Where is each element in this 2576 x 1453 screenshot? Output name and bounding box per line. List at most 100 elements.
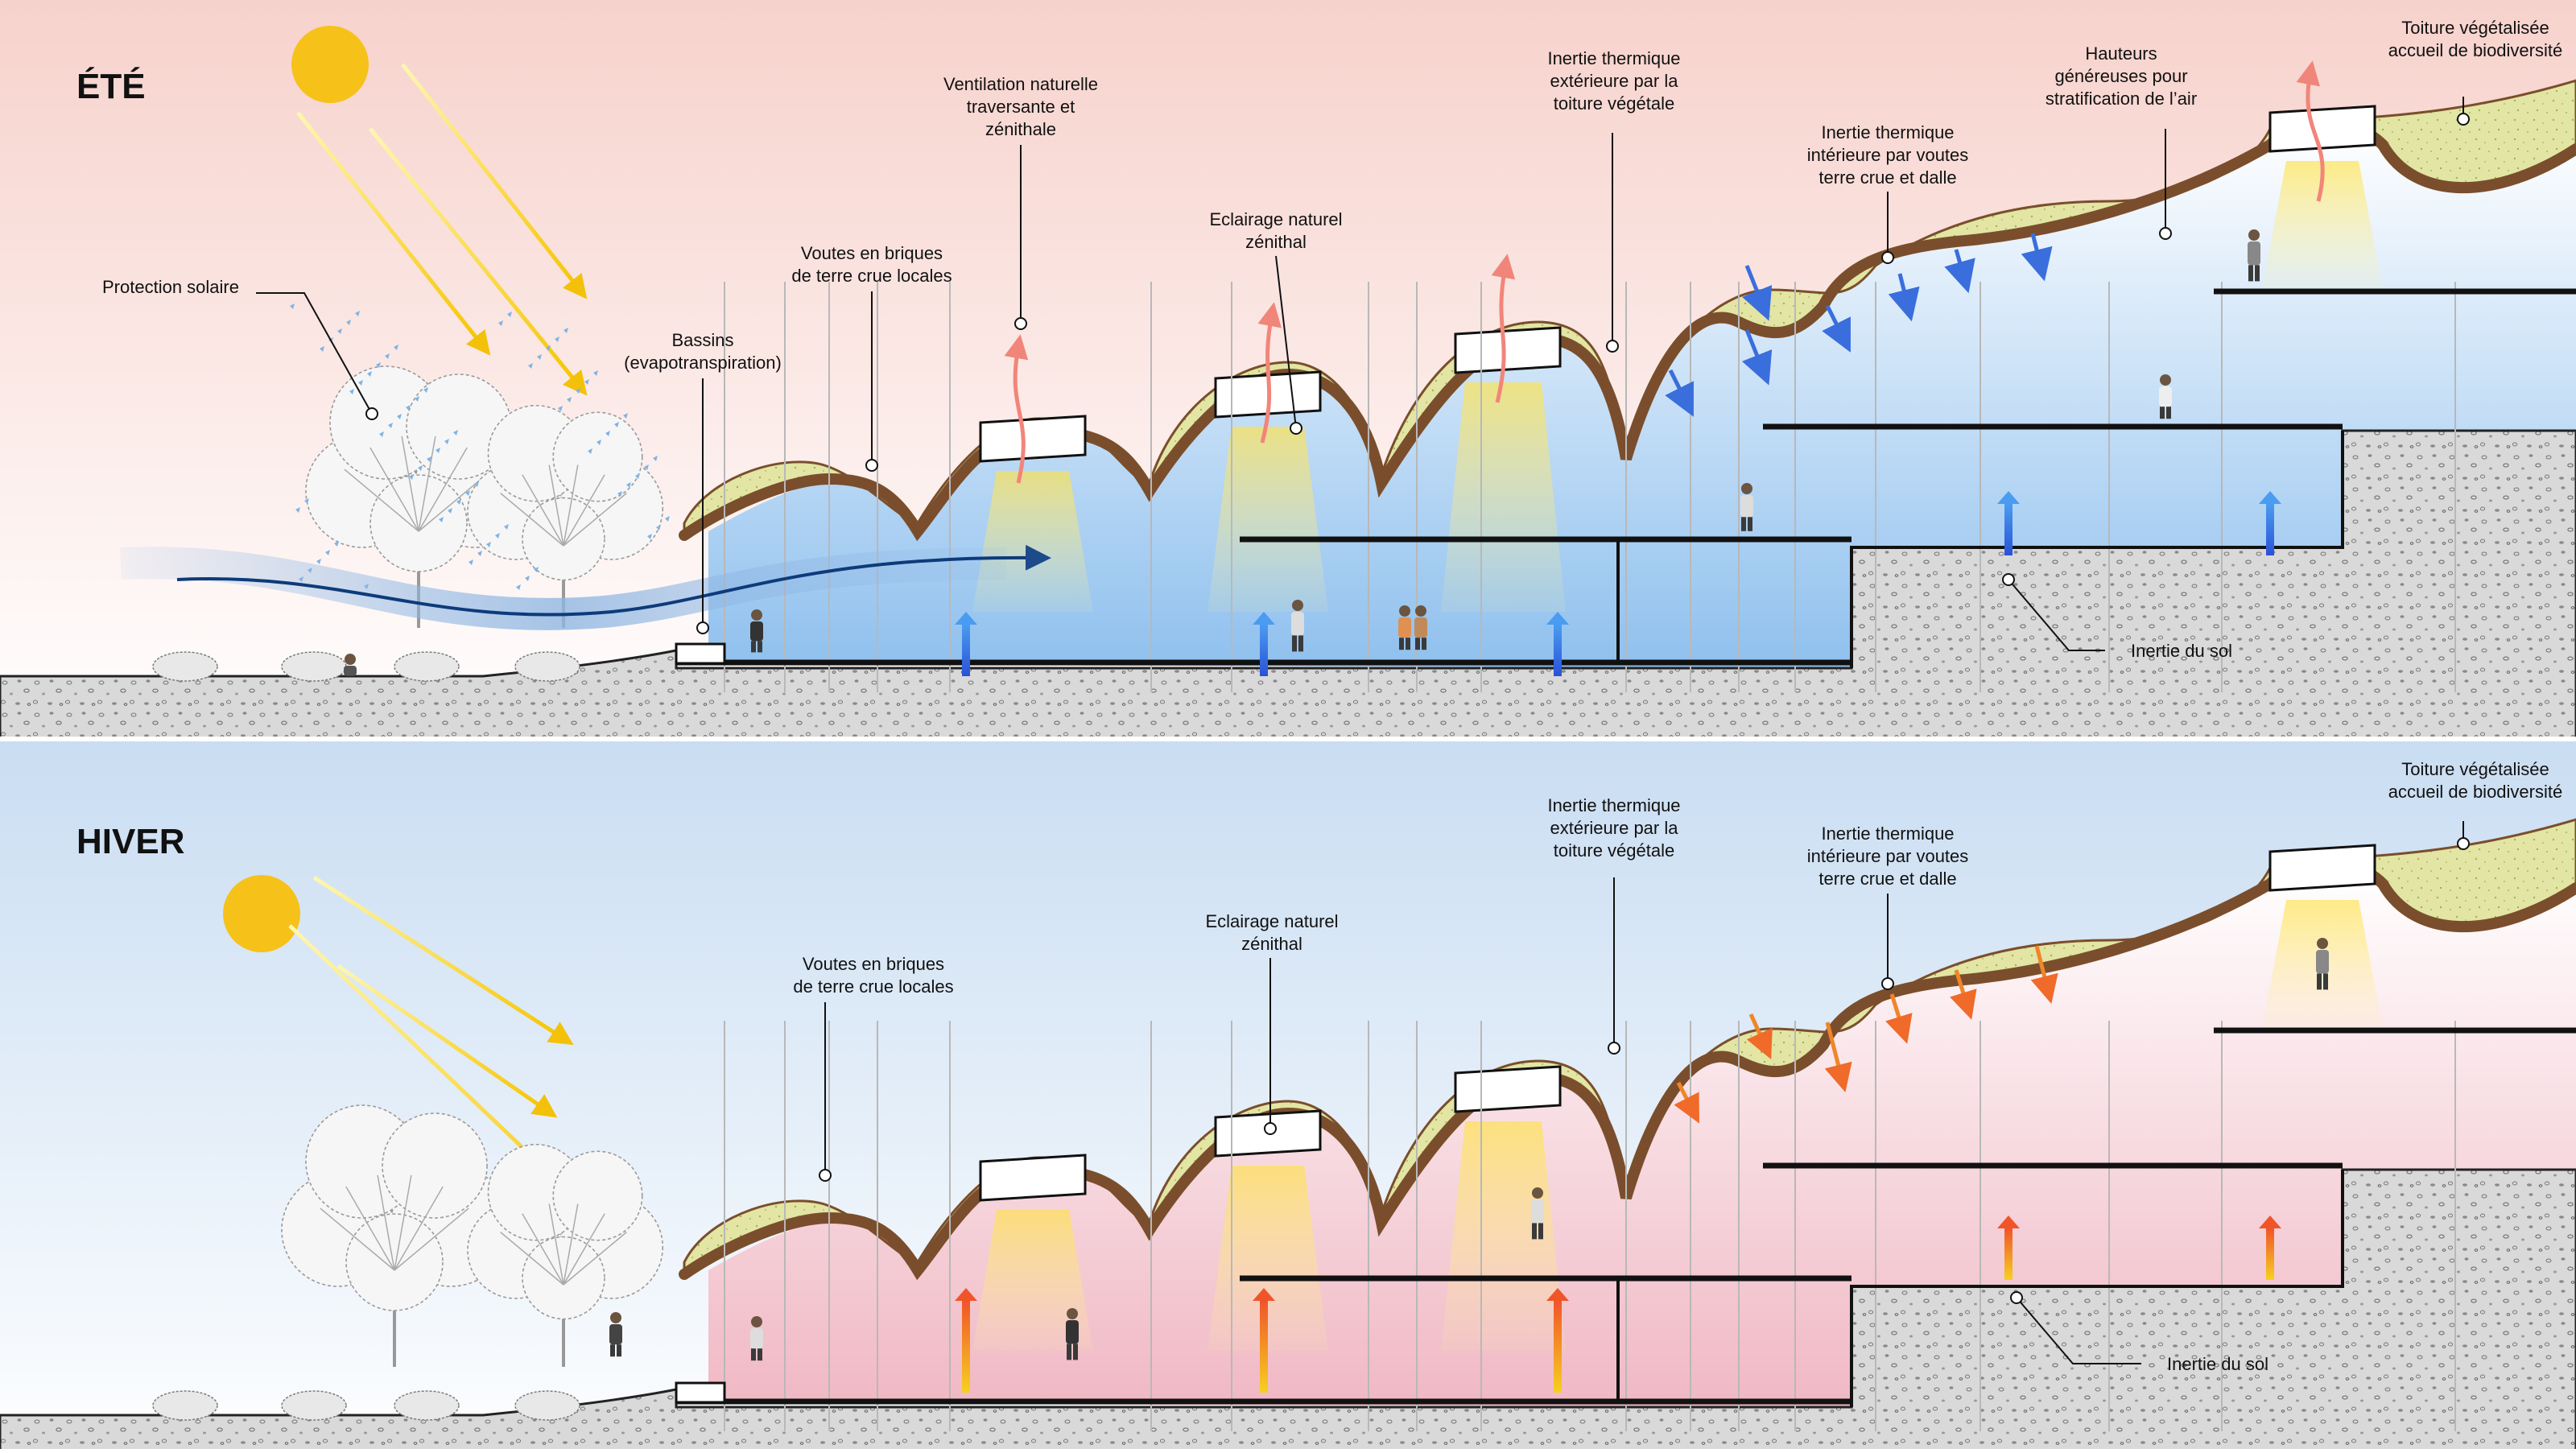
leader-dot [1608,1042,1620,1055]
cool-down-arrow [2021,233,2053,282]
leaf-speckle [409,474,414,480]
leaf-speckle [379,431,384,437]
leaf-speckle [576,388,580,394]
warm-air-exhaust-arrow [1257,302,1282,444]
leaf-speckle [439,517,444,522]
leaf-speckle [588,448,592,454]
sun-ray [369,127,588,396]
skylight [979,415,1087,463]
label-inertie-sol: Inertie du sol [2131,641,2232,661]
cool-down-arrow [1822,304,1851,353]
person-figure [344,654,357,676]
leader-dot [2159,227,2172,240]
cross-ventilation-arrow [176,544,1051,617]
leaf-speckle [626,482,631,488]
leaf-speckle [558,406,563,411]
leaf-speckle [349,389,354,394]
leaf-speckle [456,499,461,505]
leader-dot [365,407,378,420]
leaf-speckle [367,371,372,377]
sun-ray [336,964,558,1118]
skylight [1454,326,1562,374]
leaf-speckle [436,448,440,453]
leaf-speckle [290,303,295,309]
leaf-speckle [423,387,428,393]
warm-up-arrow [955,1288,977,1393]
cool-down-arrow [1944,249,1975,294]
leaf-speckle [295,507,300,513]
shrub [152,1390,218,1421]
person-figure [1531,1187,1544,1240]
leaf-speckle [528,363,533,369]
cool-down-arrow [1742,265,1773,321]
daylight-cone [1441,382,1566,612]
tree [467,1143,664,1367]
earth-brick-vaults [679,857,2576,1281]
shrub [152,651,218,682]
warm-radiant-arrow [1674,1081,1700,1124]
person-figure [750,609,763,653]
cool-down-arrow [1665,369,1694,417]
cool-up-arrow [955,612,977,676]
warm-air-exhaust-arrow [2296,60,2325,202]
leaf-speckle [316,559,321,564]
shrub [281,1390,347,1421]
leaf-speckle [537,354,542,360]
leader-dot [865,459,878,472]
daylight-cone [972,1210,1093,1351]
leaf-speckle [346,320,351,325]
person-figure [1398,605,1411,650]
shrub [281,651,347,682]
leaf-speckle [546,345,551,351]
leader-dot [2002,573,2015,586]
leader-dot [1290,422,1302,435]
warm-up-arrow [1253,1288,1275,1393]
leader-dot [819,1169,832,1182]
cool-up-arrow [1997,491,2020,555]
leader-sol [2016,1297,2141,1364]
leaf-speckle [355,311,360,316]
shrub [394,651,460,682]
leaf-speckle [498,320,503,326]
structure-lines [1616,431,2344,668]
basin [675,642,726,665]
earth-brick-vaults [679,118,2576,542]
leaf-speckle [584,379,589,385]
leaf-speckle [453,430,458,435]
season-title: HIVER [76,822,184,861]
leaf-speckle [623,413,628,419]
warm-radiant-arrow [1950,969,1977,1020]
leaf-speckle [644,464,649,470]
cool-up-arrow [2259,491,2281,555]
person-figure [750,1316,763,1361]
label-protection-solaire: Protection solaire [102,277,239,297]
leaf-speckle [653,456,658,461]
leaf-speckle [415,396,419,402]
person-figure [1291,600,1304,652]
skylight [1454,1065,1562,1113]
daylight-cone [1441,1121,1566,1351]
leader-dot [1014,317,1027,330]
leaf-speckle [394,345,398,350]
leaf-speckle [665,516,670,522]
leaf-speckle [647,534,652,539]
shrub [394,1390,460,1421]
person-figure [1066,1308,1079,1360]
leaf-speckle [477,551,482,556]
cool-up-arrow [1253,612,1275,676]
leaf-speckle [474,481,479,487]
leaf-speckle [525,576,530,581]
person-figure [2159,374,2172,419]
leaf-speckle [385,353,390,359]
